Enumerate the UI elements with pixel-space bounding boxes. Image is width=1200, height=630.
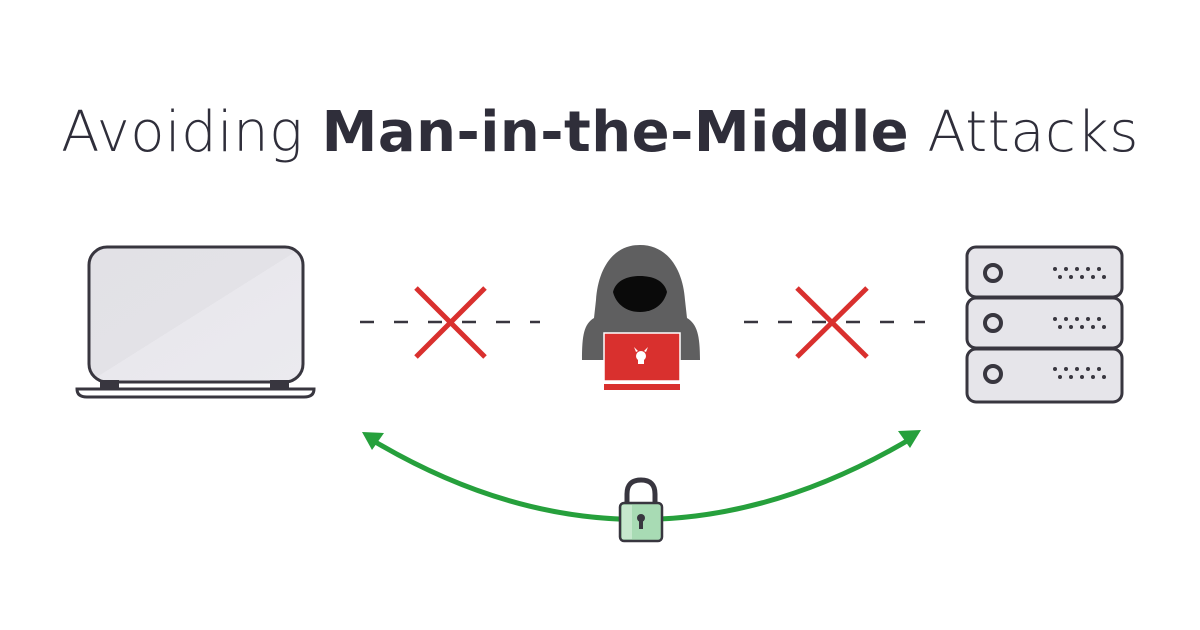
padlock-icon: [618, 477, 664, 543]
title-emphasis: Man-in-the-Middle: [321, 100, 910, 165]
server-stack-icon: [965, 245, 1124, 404]
hooded-hacker-icon: [582, 245, 700, 390]
arrowhead-left-icon: [362, 432, 384, 450]
client-attacker-link: [360, 286, 540, 359]
red-x-icon: [795, 286, 869, 359]
title-suffix: Attacks: [927, 100, 1139, 165]
arrowhead-right-icon: [898, 430, 921, 448]
red-x-icon: [414, 286, 487, 359]
attacker-server-link: [744, 286, 925, 359]
laptop-icon: [75, 245, 316, 399]
skull-icon: [634, 347, 648, 364]
hacker-laptop: [603, 332, 681, 390]
page-title: Avoiding Man-in-the-Middle Attacks: [0, 100, 1200, 165]
title-prefix: Avoiding: [61, 100, 304, 165]
